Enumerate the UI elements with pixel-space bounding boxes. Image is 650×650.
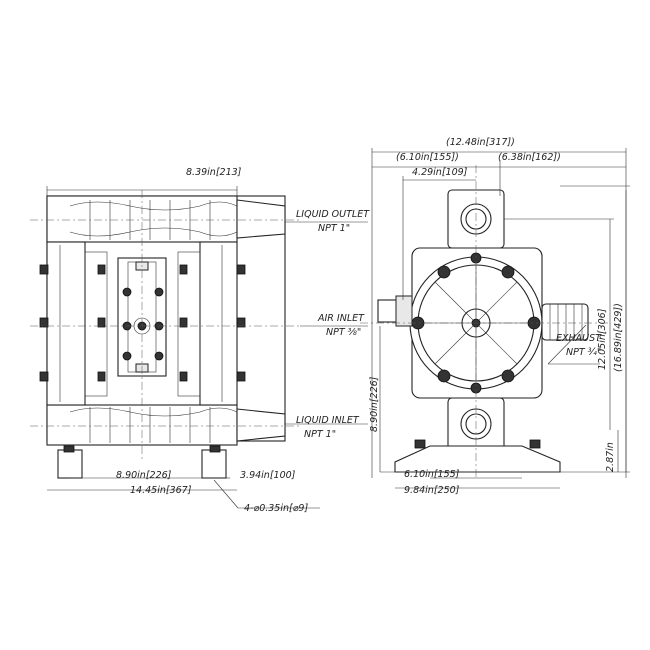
liquid-outlet-label: LIQUID OUTLET: [296, 209, 369, 220]
inlet-height-dim: 8.90in[226]: [369, 376, 380, 432]
liquid-outlet-npt: NPT 1": [318, 223, 351, 234]
manifold-contour-top2: [69, 227, 238, 237]
base-width-2-dim: 9.84in[250]: [404, 485, 460, 496]
side-bolts: [39, 264, 246, 382]
overall-width-dim: (12.48in[317]): [446, 137, 515, 148]
exhaust-leader: [547, 324, 587, 365]
base-dim-3: 14.45in[367]: [130, 485, 192, 496]
left-foot-bolt: [63, 445, 75, 453]
left-half-dim: (6.10in[155]): [396, 152, 459, 163]
base-dim-1: 8.90in[226]: [116, 470, 172, 481]
height-1-dim: 12.05in[306]: [597, 308, 608, 370]
manifold-ribs-bottom: [89, 407, 211, 443]
right-foot-bolt: [209, 445, 221, 453]
right-cover: [177, 251, 201, 397]
exhaust-npt: NPT ¾": [566, 347, 602, 358]
manifold-contour-top: [69, 201, 238, 211]
right-chamber: [199, 241, 238, 406]
right-half-dim: (6.38in[162]): [498, 152, 561, 163]
base-bolt-r: [529, 439, 541, 449]
left-foot: [57, 449, 83, 479]
manifold-contour-bottom: [69, 407, 238, 417]
air-inlet-npt: NPT ⅜": [326, 327, 362, 338]
base-dim-2: 3.94in[100]: [240, 470, 296, 481]
left-chamber: [46, 241, 86, 406]
exhaust-muffler: [541, 303, 589, 341]
hole-note: 4-⌀0.35in[⌀9]: [244, 503, 309, 514]
height-total-dim: (16.89in[429]): [613, 303, 624, 372]
right-foot: [201, 449, 227, 479]
side-view: [360, 148, 630, 489]
front-view: [30, 186, 368, 509]
inlet-pipe: [236, 408, 286, 442]
liquid-inlet-npt: NPT 1": [304, 429, 337, 440]
front-width-dim: 8.39in[213]: [186, 167, 242, 178]
outlet-pipe: [236, 199, 286, 239]
base-width-1-dim: 6.10in[155]: [404, 469, 460, 480]
air-inlet-nut: [395, 295, 413, 327]
air-inlet-label: AIR INLET: [318, 313, 364, 324]
left-cover: [84, 251, 108, 397]
exhaust-label: EXHAUST: [556, 333, 601, 344]
port-offset-dim: 4.29in[109]: [412, 167, 468, 178]
muffler-ribs: [549, 304, 583, 340]
base-height-dim: 2.87in: [605, 442, 616, 472]
hole-leader: [213, 479, 239, 509]
liquid-inlet-label: LIQUID INLET: [296, 415, 359, 426]
base-bolt-l: [414, 439, 426, 449]
